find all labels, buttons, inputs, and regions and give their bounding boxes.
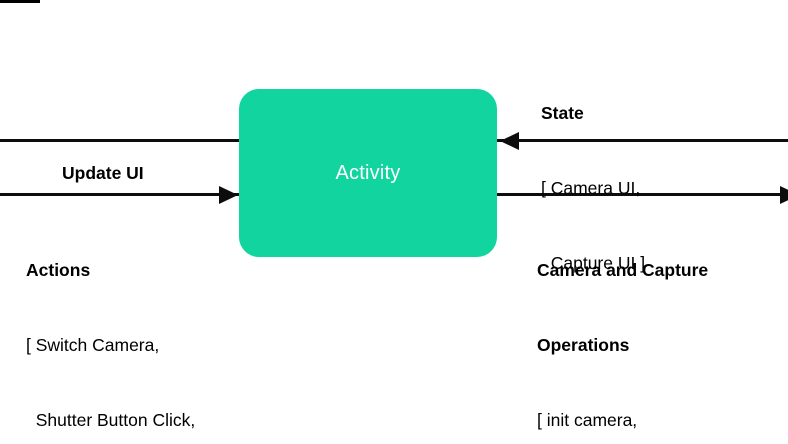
edge-label-operations: Camera and Capture Operations [ init cam… (537, 208, 708, 444)
edge-label-actions-item: Shutter Button Click, (26, 410, 196, 430)
arrowhead-state-into-activity (500, 132, 519, 150)
activity-node: Activity (239, 89, 497, 257)
edge-label-state-item: Capture UI ] (541, 253, 646, 273)
edge-label-actions: Actions [ Switch Camera, Shutter Button … (26, 208, 238, 444)
corner-artifact-mark (0, 0, 40, 3)
edge-label-operations-heading: Operations (537, 335, 630, 355)
edge-label-update-ui-text: Update UI (62, 163, 144, 183)
edge-label-state: State [ Camera UI, Capture UI ] (541, 51, 645, 326)
edge-label-update-ui: Update UI (62, 111, 144, 236)
edge-label-operations-item: [ init camera, (537, 410, 638, 430)
edge-label-state-heading: State (541, 103, 584, 123)
arrowhead-operations-outgoing (780, 186, 788, 204)
edge-label-state-item: [ Camera UI, (541, 178, 641, 198)
edge-label-actions-item: [ Switch Camera, (26, 335, 160, 355)
arrowhead-actions-into-activity (219, 186, 238, 204)
edge-label-operations-heading: Camera and Capture (537, 260, 709, 280)
activity-node-label: Activity (335, 162, 401, 184)
edge-label-actions-heading: Actions (26, 260, 91, 280)
